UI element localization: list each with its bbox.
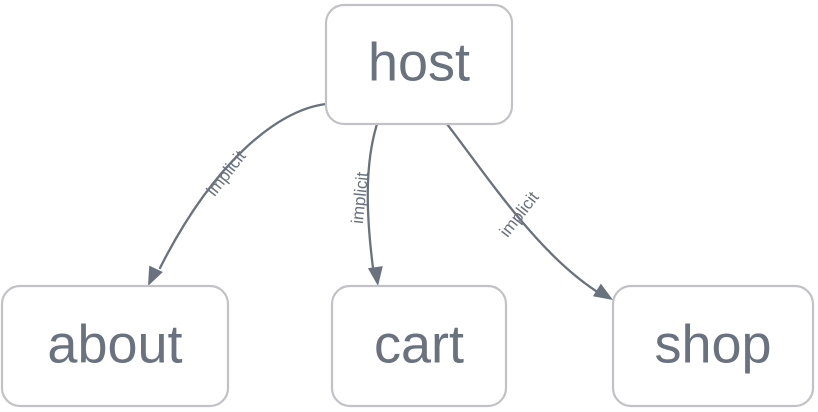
node-label-cart: cart	[374, 314, 464, 374]
edge-host-about	[148, 102, 328, 286]
edge-label-host-about: implicit	[203, 147, 250, 200]
edge-line-host-about	[158, 102, 328, 270]
node-label-shop: shop	[654, 314, 771, 374]
edge-arrowhead-host-about	[148, 265, 163, 286]
edge-line-host-shop	[445, 122, 598, 293]
edge-host-cart	[366, 122, 383, 286]
node-about[interactable]: about	[0, 284, 230, 408]
node-box-cart[interactable]	[330, 284, 508, 408]
edge-label-host-shop: implicit	[496, 188, 543, 241]
node-box-about[interactable]	[0, 284, 230, 408]
node-box-shop[interactable]	[611, 284, 815, 408]
node-label-about: about	[47, 314, 182, 374]
node-cart[interactable]: cart	[330, 284, 508, 408]
edge-arrowhead-host-cart	[367, 266, 383, 286]
node-label-host: host	[368, 32, 470, 92]
nodes-layer: host about cart shop	[0, 3, 815, 408]
node-shop[interactable]: shop	[611, 284, 815, 408]
edge-host-shop	[445, 122, 613, 300]
edges-layer	[148, 102, 613, 300]
node-host[interactable]: host	[324, 3, 514, 126]
edge-line-host-cart	[366, 122, 379, 270]
edge-arrowhead-host-shop	[592, 283, 613, 300]
node-box-host[interactable]	[324, 3, 514, 126]
